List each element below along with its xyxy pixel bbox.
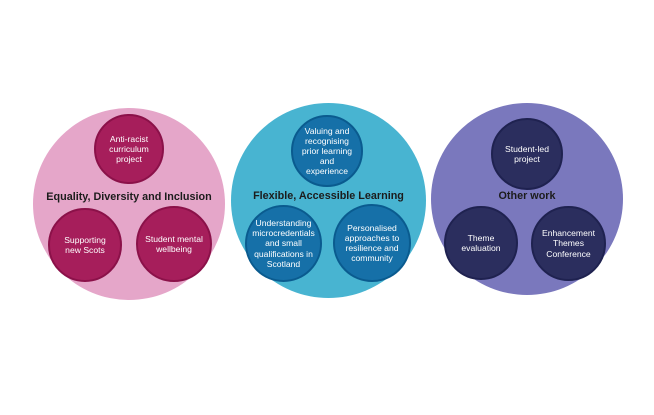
- node-label: Valuing and recognising prior learning a…: [301, 125, 353, 177]
- node-label: Supporting new Scots: [64, 234, 106, 255]
- node-label: Theme evaluation: [461, 232, 501, 253]
- node-enhancement-themes-conference: Enhancement Themes Conference: [531, 206, 606, 281]
- node-theme-evaluation: Theme evaluation: [444, 206, 518, 280]
- node-label: Anti-racist curriculum project: [109, 133, 149, 165]
- node-personalised-approaches: Personalised approaches to resilience an…: [333, 204, 411, 282]
- node-student-mental-wellbeing: Student mental wellbeing: [136, 206, 212, 282]
- node-label: Student mental wellbeing: [145, 233, 203, 254]
- node-label: Understanding microcredentials and small…: [252, 218, 315, 269]
- node-anti-racist-curriculum-project: Anti-racist curriculum project: [94, 114, 164, 184]
- node-label: Enhancement Themes Conference: [541, 228, 596, 259]
- node-supporting-new-scots: Supporting new Scots: [48, 208, 122, 282]
- group-title-flexible-accessible-learning: Flexible, Accessible Learning: [253, 190, 404, 202]
- node-label: Student-led project: [505, 143, 549, 164]
- node-understanding-microcredentials: Understanding microcredentials and small…: [245, 205, 322, 282]
- group-title-other-work: Other work: [498, 190, 556, 202]
- group-title-equality-diversity-inclusion: Equality, Diversity and Inclusion: [46, 191, 212, 203]
- node-student-led-project: Student-led project: [491, 118, 563, 190]
- node-valuing-prior-learning: Valuing and recognising prior learning a…: [291, 115, 363, 187]
- node-label: Personalised approaches to resilience an…: [344, 222, 400, 264]
